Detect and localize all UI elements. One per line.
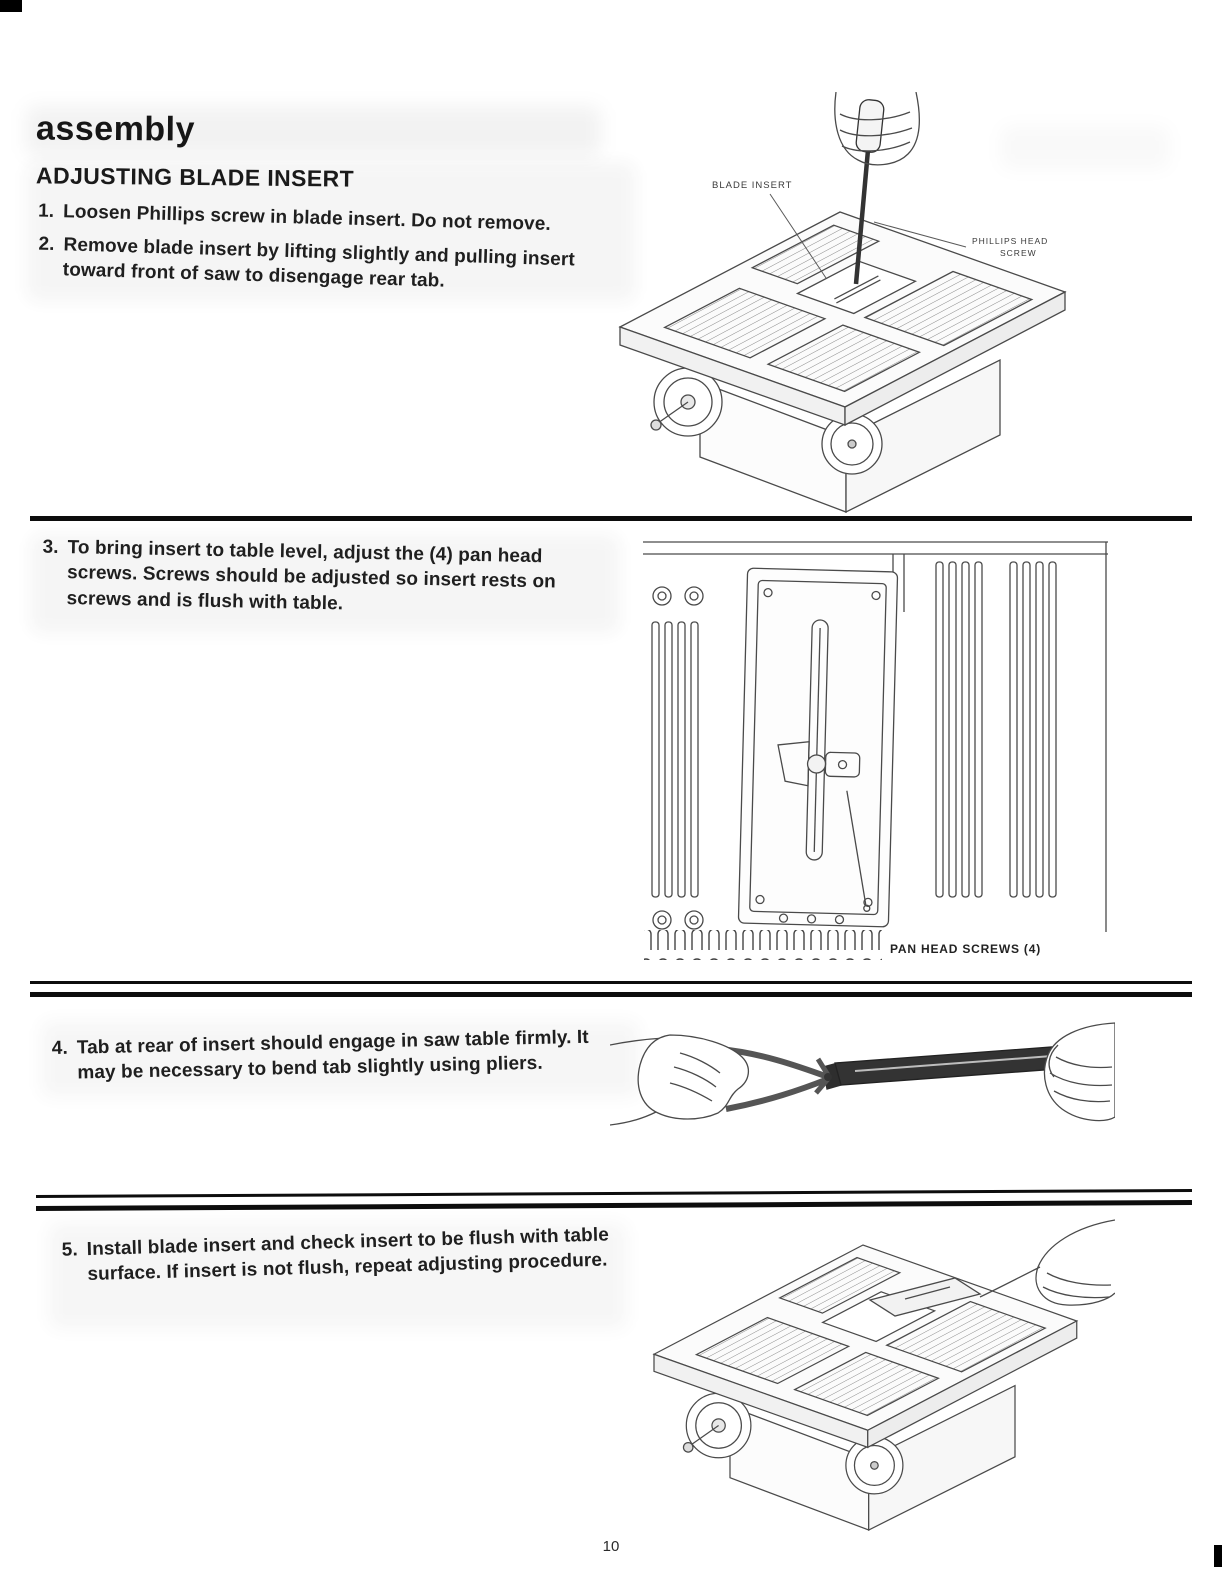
step-2-text: Remove blade insert by lifting slightly … <box>62 234 576 293</box>
step-2-number: 2. <box>38 233 55 256</box>
hand-icon <box>979 1219 1115 1306</box>
section-divider <box>30 516 1192 521</box>
step-5-text: Install blade insert and check insert to… <box>86 1224 610 1286</box>
install-insert-illustration <box>635 1205 1115 1545</box>
phillips-screw-label: SCREW <box>1000 248 1037 258</box>
step-2: 2. Remove blade insert by lifting slight… <box>37 232 606 300</box>
section-divider <box>36 1188 1192 1199</box>
step-4-text: Tab at rear of insert should engage in s… <box>76 1026 589 1084</box>
table-saw-screwdriver-illustration: BLADE INSERT PHILLIPS HEAD SCREW <box>600 92 1110 527</box>
right-hand-icon <box>1043 1022 1115 1122</box>
callouts: BLADE INSERT PHILLIPS HEAD SCREW <box>712 180 1048 279</box>
hand-icon <box>834 92 920 166</box>
scan-mark-bottom-right <box>1214 1545 1222 1567</box>
scan-mark-top-left <box>0 0 22 12</box>
blade-insert-label: BLADE INSERT <box>712 180 792 191</box>
section-heading: assembly <box>35 109 196 149</box>
step-3-number: 3. <box>42 536 59 558</box>
section-divider <box>30 992 1192 997</box>
vent-slots <box>644 930 882 960</box>
step-5-number: 5. <box>61 1239 79 1261</box>
table-underside <box>643 541 1108 932</box>
step-5: 5. Install blade insert and check insert… <box>61 1222 618 1288</box>
step-3-text: To bring insert to table level, adjust t… <box>66 537 557 615</box>
step-3: 3. To bring insert to table level, adjus… <box>41 535 604 622</box>
phillips-head-label: PHILLIPS HEAD <box>972 236 1048 246</box>
pliers-bend-tab-illustration <box>610 1005 1115 1180</box>
screwdriver <box>853 99 885 285</box>
step-1-number: 1. <box>37 200 55 222</box>
step-4-number: 4. <box>51 1037 69 1060</box>
step-1-text: Loosen Phillips screw in blade insert. D… <box>62 201 552 235</box>
blade-insert-plate <box>737 567 899 928</box>
pan-head-screws-label: PAN HEAD SCREWS (4) <box>890 942 1041 956</box>
section-divider <box>30 981 1192 984</box>
blade-insert-underside-illustration: PAN HEAD SCREWS (4) <box>638 532 1113 972</box>
saw-body <box>618 211 1067 514</box>
page-number: 10 <box>602 1538 620 1555</box>
step-4: 4. Tab at rear of insert should engage i… <box>52 1024 631 1087</box>
step-1: 1. Loosen Phillips screw in blade insert… <box>38 199 608 239</box>
page-title: ADJUSTING BLADE INSERT <box>35 162 355 192</box>
saw-body <box>652 1244 1079 1531</box>
left-hand-icon <box>610 1034 749 1126</box>
insert-plate <box>868 1277 982 1317</box>
